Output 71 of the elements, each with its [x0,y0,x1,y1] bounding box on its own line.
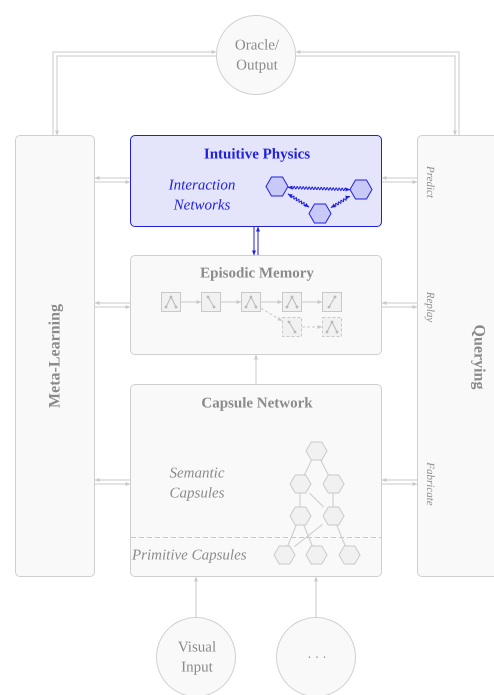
module-label: Primitive Capsules [132,546,248,566]
capsule-hexagon [322,475,344,493]
module-label: Interaction Networks [168,176,236,215]
memory-frame [241,292,261,312]
capsule-hexagon [350,180,372,199]
arrow [94,301,130,305]
capsule-hexagon [338,546,360,564]
arrow [302,300,322,304]
arrow [382,176,418,180]
module-panel [15,135,95,577]
arrow [260,308,282,322]
capsule-hexagon [322,507,344,525]
arrow [220,300,242,304]
capsule-hexagon [266,177,288,196]
connector-line [294,524,323,548]
module-label: Visual Input [176,638,218,677]
module-title: Intuitive Physics [202,145,312,164]
arrow [382,482,418,486]
connector-line [308,492,324,508]
arrow [254,354,258,384]
arrow [194,576,198,618]
arrow [382,305,418,309]
module-panel [417,135,494,577]
module-panel [130,255,382,355]
connector-line [304,460,312,476]
module-label: Fabricate [423,462,438,506]
arrow [94,305,130,309]
capsule-hexagon [290,507,310,525]
arrow [288,186,350,192]
arrow [382,478,418,482]
arrow [260,300,282,304]
capsule-hexagon [306,442,326,460]
arrow [94,180,130,184]
arrow [302,325,322,329]
module-title: Episodic Memory [199,264,315,284]
arrow [94,176,130,180]
capsule-hexagon [308,204,330,223]
module-title: Capsule Network [200,394,314,414]
capsule-hexagon [274,546,294,564]
arrow [94,482,130,486]
connector-line [320,460,329,476]
memory-frame [322,292,342,312]
capsule-hexagon [306,546,326,564]
module-title: Meta-Learning [46,304,65,408]
capsule-hexagon [290,475,310,493]
module-label: Predict [423,166,438,198]
arrow [330,196,350,208]
module-panel [130,384,382,577]
connector-line [287,524,297,546]
module-panel [130,135,382,227]
module-label: Semantic Capsules [168,464,226,503]
arrow [382,301,418,305]
module-title: Querying [469,324,488,390]
arrow [314,576,318,618]
arrow [256,226,260,256]
connector-line [332,492,334,508]
arrow [252,226,256,256]
memory-frame [161,292,181,312]
connector-line [336,524,346,546]
arrow [288,193,310,208]
module-label: · · · [306,650,328,666]
module-label: Oracle/ Output [234,36,280,75]
arrow [94,478,130,482]
arrow [180,300,202,304]
memory-frame [322,317,342,337]
arrow [382,180,418,184]
memory-frame [282,317,302,337]
memory-frame [282,292,302,312]
module-label: Replay [423,292,438,322]
connector-line [303,524,313,546]
memory-frame [201,292,221,312]
